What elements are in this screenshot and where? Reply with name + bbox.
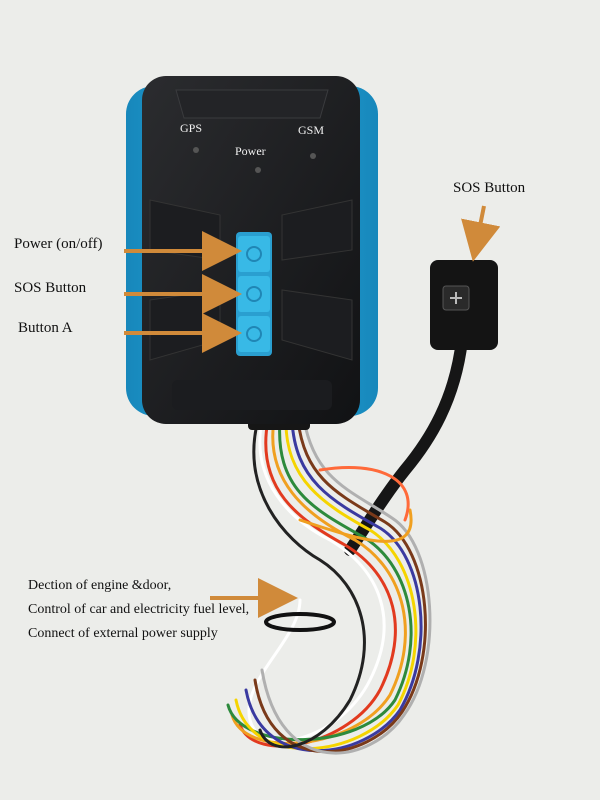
- sos-cable: [344, 334, 468, 556]
- gps-indicator-label: GPS: [180, 121, 203, 135]
- wire-bundle: [226, 418, 432, 755]
- wiring-note-line1: Dection of engine &door,: [28, 578, 172, 593]
- callout-button-a: Button A: [18, 320, 73, 336]
- power-indicator-label: Power: [235, 144, 266, 158]
- button-panel: [236, 232, 272, 356]
- external-sos-button[interactable]: [430, 260, 498, 350]
- wiring-note-line3: Connect of external power supply: [28, 626, 218, 641]
- callout-power-on-off: Power (on/off): [14, 236, 103, 252]
- a-symbol-icon: [246, 326, 262, 342]
- callout-sos-button: SOS Button: [14, 280, 87, 296]
- cable-tie: [264, 612, 336, 632]
- callout-sos-button-external: SOS Button: [453, 180, 526, 196]
- sos-button[interactable]: [238, 276, 270, 312]
- power-symbol-icon: [246, 246, 262, 262]
- power-button[interactable]: [238, 236, 270, 272]
- sos-symbol-icon: [246, 286, 262, 302]
- arrow-sos-external: [461, 205, 501, 262]
- gsm-indicator-label: GSM: [298, 123, 325, 137]
- wiring-note-line2: Control of car and electricity fuel leve…: [28, 602, 250, 617]
- button-a[interactable]: [238, 316, 270, 352]
